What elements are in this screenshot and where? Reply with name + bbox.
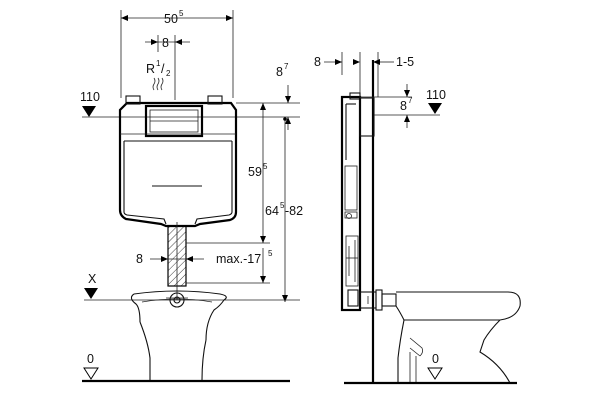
side-top-level-label: 110	[426, 88, 446, 102]
top-gap-dimension: 8 7	[236, 62, 300, 130]
flush-pipe-label: 8	[136, 252, 143, 266]
x-label: X	[88, 272, 97, 286]
floor-label-side: 0	[432, 352, 439, 366]
tank-height-dimension: 59 5	[248, 103, 268, 243]
width-dim-label: 50	[164, 12, 178, 26]
wall-offset-label: 8	[314, 55, 321, 69]
width-dim-sup: 5	[179, 9, 184, 18]
top-gap-sup: 7	[284, 62, 289, 71]
tank-height-sup: 5	[263, 162, 268, 171]
side-view: 8 1-5	[314, 52, 521, 385]
overall-dim-tail: -82	[285, 204, 303, 218]
front-view: 50 5 8 R 1 / 2 110	[80, 9, 303, 383]
thread-den: 2	[166, 69, 171, 78]
wall-offset-dimension: 8	[314, 55, 360, 69]
top-gap-label: 8	[276, 65, 283, 79]
top-level-label: 110	[80, 90, 100, 104]
width-dimension: 50 5	[120, 9, 234, 98]
gap-label: 1-5	[396, 55, 414, 69]
side-top-gap-label: 8	[400, 99, 407, 113]
x-level-marker: X	[84, 272, 300, 301]
floor-triangle-icon	[427, 367, 443, 380]
side-top-gap-sup: 7	[408, 96, 413, 105]
thread-label: R	[146, 62, 155, 76]
overall-dimension: 64 5 -82	[265, 117, 303, 302]
max-dimension: max.-17 5	[186, 242, 273, 284]
level-triangle-icon	[428, 103, 442, 114]
gap-dimension: 1-5	[373, 52, 414, 97]
side-top-gap-dimension: 8 7	[360, 84, 440, 128]
side-top-level-marker: 110	[426, 88, 446, 114]
toilet-bowl-front	[130, 290, 227, 381]
floor-level-front: 0	[82, 352, 290, 383]
tank-height-label: 59	[248, 165, 262, 179]
toilet-bowl-side	[395, 291, 521, 384]
overall-dim-base: 64	[265, 204, 279, 218]
thread-callout: R 1 / 2	[146, 59, 171, 91]
floor-triangle-icon	[83, 367, 99, 380]
pipe-offset-dimension: 8	[145, 35, 190, 100]
pipe-offset-label: 8	[162, 36, 169, 50]
cistern-frame	[118, 95, 238, 228]
max-dim-sup: 5	[268, 249, 273, 258]
overall-dim-sup: 5	[280, 201, 285, 210]
level-triangle-icon	[82, 106, 96, 117]
floor-level-side: 0	[344, 352, 517, 385]
flush-pipe-dimension: 8	[136, 252, 204, 266]
top-level-marker: 110	[80, 90, 300, 118]
cistern-side	[340, 92, 375, 312]
thread-num: 1	[156, 59, 161, 68]
side-connection	[359, 289, 397, 311]
max-dim-label: max.-17	[216, 252, 261, 266]
thread-slash: /	[161, 62, 165, 76]
floor-label-front: 0	[87, 352, 94, 366]
level-triangle-icon	[84, 288, 98, 299]
flush-pipe	[167, 222, 187, 300]
inlet-wavy-lines-icon	[152, 77, 164, 91]
